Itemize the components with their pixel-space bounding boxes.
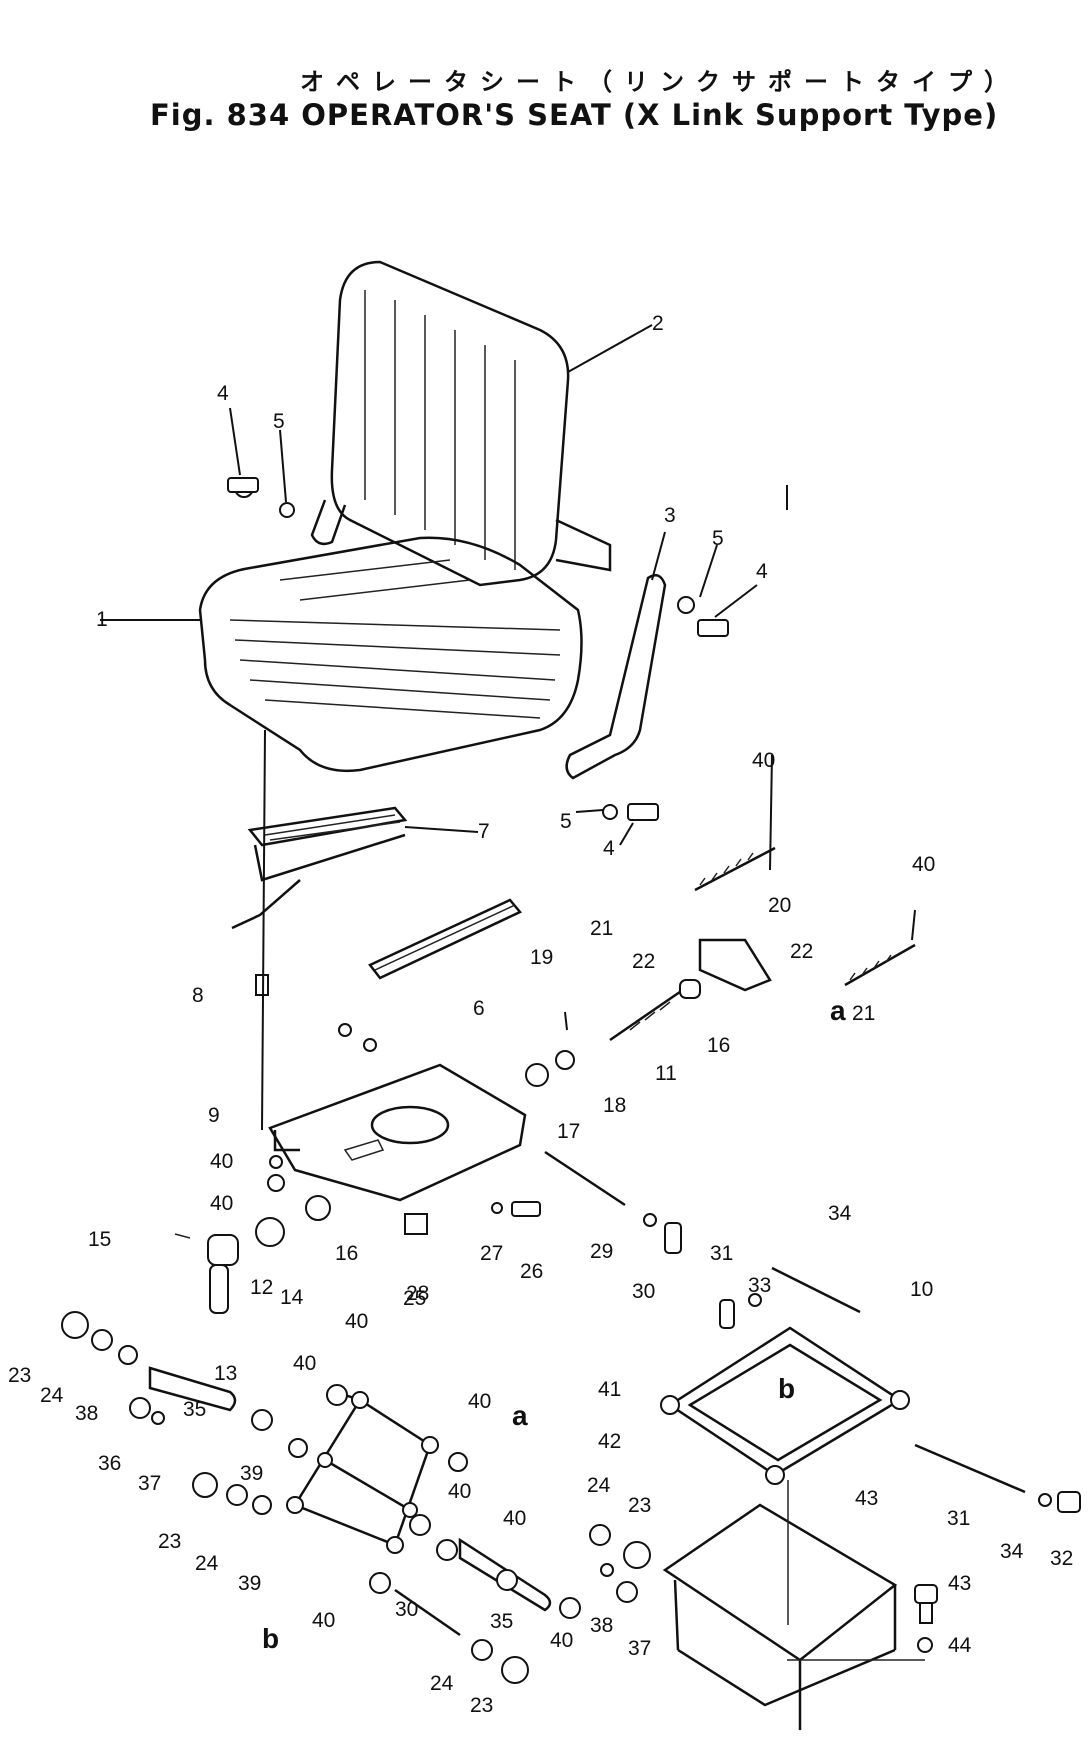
callout: 43 — [855, 1487, 878, 1510]
callout: 19 — [530, 946, 553, 969]
callout: 3 — [664, 504, 676, 527]
callout: 21 — [852, 1002, 875, 1025]
callout: 41 — [598, 1378, 621, 1401]
slide-rail-with-lever — [231, 806, 408, 930]
callout: 39 — [240, 1462, 263, 1485]
callout: 10 — [910, 1278, 933, 1301]
callout: 29 — [590, 1240, 613, 1263]
callout: 35 — [183, 1398, 206, 1421]
leader-lines — [100, 324, 916, 1131]
seat-base-plate — [268, 1063, 527, 1202]
callout-labels: 1 2 3 4 4 4 5 5 5 6 7 8 9 10 11 12 13 14… — [8, 312, 1073, 1717]
x-link-frame — [286, 1391, 439, 1554]
callout: 14 — [280, 1286, 304, 1309]
callout: 24 — [587, 1474, 611, 1497]
callout: 44 — [948, 1634, 972, 1657]
callout: 40 — [312, 1609, 335, 1632]
callout: 5 — [712, 527, 724, 550]
callout: 23 — [470, 1694, 493, 1717]
reference-mark: a — [512, 1400, 528, 1431]
callout: 35 — [490, 1610, 513, 1633]
reference-mark: b — [778, 1373, 795, 1404]
callout: 38 — [75, 1402, 98, 1425]
callout: 42 — [598, 1430, 621, 1453]
callout: 15 — [88, 1228, 111, 1251]
callout: 20 — [768, 894, 791, 917]
callout: 23 — [8, 1364, 31, 1387]
slide-rail — [368, 898, 522, 980]
callout: 40 — [210, 1192, 233, 1215]
callout: 40 — [345, 1310, 368, 1333]
callout: 31 — [710, 1242, 733, 1265]
callout: 40 — [210, 1150, 233, 1173]
diagram-title: Fig. 834 OPERATOR'S SEAT (X Link Support… — [150, 98, 999, 132]
callout: 16 — [335, 1242, 358, 1265]
diagram-title-japanese: オペレータシート（リンクサポートタイプ） — [300, 68, 1020, 96]
seat-back — [310, 260, 612, 587]
adjust-lever-assembly — [609, 846, 916, 1042]
callout: 13 — [214, 1362, 237, 1385]
callout: 34 — [828, 1202, 852, 1225]
callout: 34 — [1000, 1540, 1024, 1563]
callout: 27 — [480, 1242, 503, 1265]
callout: 23 — [158, 1530, 181, 1553]
callout: 6 — [473, 997, 485, 1020]
callout: 25 — [403, 1287, 426, 1310]
callout: 32 — [1050, 1547, 1073, 1570]
callout: 30 — [395, 1598, 418, 1621]
callout: 9 — [208, 1104, 220, 1127]
callout: 37 — [138, 1472, 161, 1495]
callout: 17 — [557, 1120, 580, 1143]
bushing-group — [61, 1311, 651, 1684]
seat-cushion — [198, 536, 583, 772]
callout: 5 — [560, 810, 572, 833]
callout: 40 — [468, 1390, 491, 1413]
bracket-arm — [565, 573, 667, 780]
callout: 24 — [40, 1384, 64, 1407]
reference-mark: a — [830, 995, 846, 1026]
callout: 12 — [250, 1276, 273, 1299]
callout: 22 — [790, 940, 813, 963]
callout: 4 — [217, 382, 229, 405]
callout: 23 — [628, 1494, 651, 1517]
callout: 1 — [96, 608, 108, 631]
callout: 40 — [293, 1352, 316, 1375]
callout: 38 — [590, 1614, 613, 1637]
reference-mark: b — [262, 1623, 279, 1654]
callout: 7 — [478, 820, 490, 843]
callout: 36 — [98, 1452, 121, 1475]
callout: 16 — [707, 1034, 730, 1057]
callout: 22 — [632, 950, 655, 973]
callout: 43 — [948, 1572, 971, 1595]
callout: 30 — [632, 1280, 655, 1303]
callout: 11 — [655, 1062, 677, 1085]
callout: 39 — [238, 1572, 261, 1595]
callout: 40 — [503, 1507, 526, 1530]
callout: 4 — [756, 560, 768, 583]
callout: 21 — [590, 917, 613, 940]
callout: 40 — [550, 1629, 573, 1652]
hardware-parts — [174, 477, 861, 1329]
callout: 2 — [652, 312, 664, 335]
callout: 24 — [195, 1552, 219, 1575]
callout: 28 — [406, 1282, 429, 1305]
callout: 40 — [448, 1480, 471, 1503]
upper-frame — [660, 1326, 1081, 1513]
callout: 8 — [192, 984, 204, 1007]
callout: 4 — [603, 837, 615, 860]
base-box — [662, 1480, 938, 1730]
callout: 37 — [628, 1637, 651, 1660]
callout: 24 — [430, 1672, 454, 1695]
callout: 5 — [273, 410, 285, 433]
callout: 26 — [520, 1260, 543, 1283]
callout: 40 — [752, 749, 775, 772]
callout: 33 — [748, 1274, 771, 1297]
callout: 40 — [912, 853, 935, 876]
callout: 31 — [947, 1507, 970, 1530]
callout: 18 — [603, 1094, 626, 1117]
